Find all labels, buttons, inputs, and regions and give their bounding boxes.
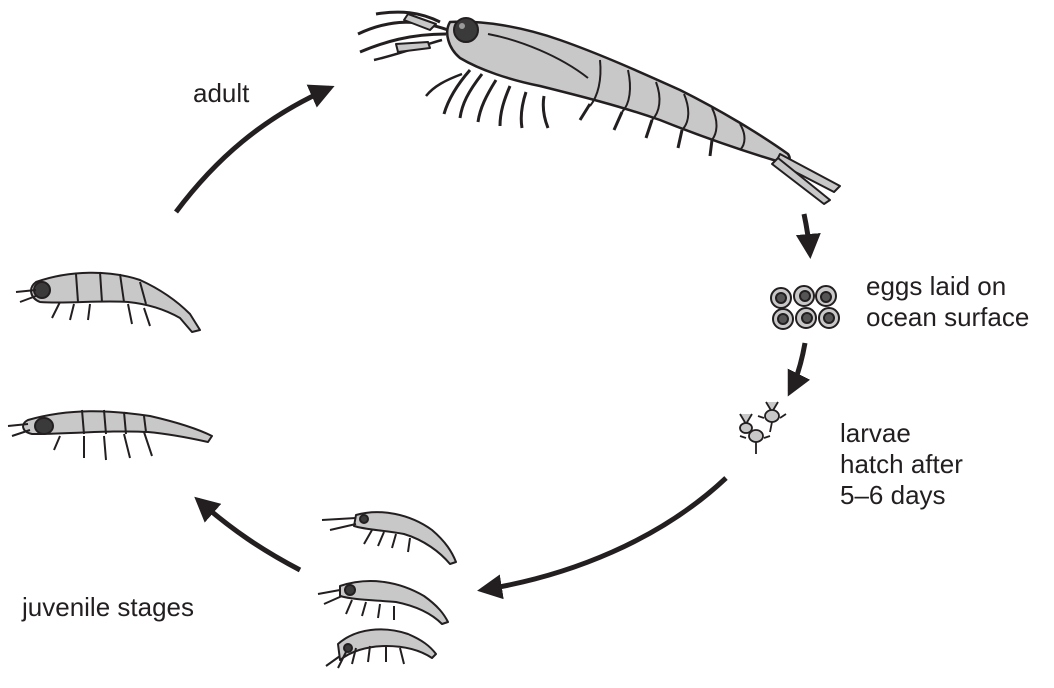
larvae-label-line-1: larvae bbox=[840, 418, 963, 449]
adult-krill-icon bbox=[358, 12, 840, 204]
larvae-label-line-3: 5–6 days bbox=[840, 480, 963, 511]
arrow-to-juveniles-icon bbox=[482, 478, 726, 590]
larva-icon bbox=[740, 402, 786, 454]
arrow-to-sub-adults-icon bbox=[198, 500, 300, 570]
adult-label-text: adult bbox=[193, 78, 249, 109]
egg-cluster-icon bbox=[771, 286, 839, 329]
juvenile-krill-icon bbox=[318, 512, 456, 668]
larvae-label-line-2: hatch after bbox=[840, 449, 963, 480]
adult-label: adult bbox=[193, 78, 249, 109]
sub-adult-krill-icon bbox=[8, 272, 212, 460]
juvenile-label: juvenile stages bbox=[22, 592, 194, 623]
eggs-label-line-1: eggs laid on bbox=[866, 271, 1029, 302]
eggs-label: eggs laid on ocean surface bbox=[866, 271, 1029, 333]
arrow-to-larvae-icon bbox=[790, 343, 805, 392]
juvenile-label-text: juvenile stages bbox=[22, 592, 194, 623]
larvae-label: larvae hatch after 5–6 days bbox=[840, 418, 963, 511]
arrow-to-eggs-icon bbox=[804, 214, 810, 254]
eggs-label-line-2: ocean surface bbox=[866, 302, 1029, 333]
